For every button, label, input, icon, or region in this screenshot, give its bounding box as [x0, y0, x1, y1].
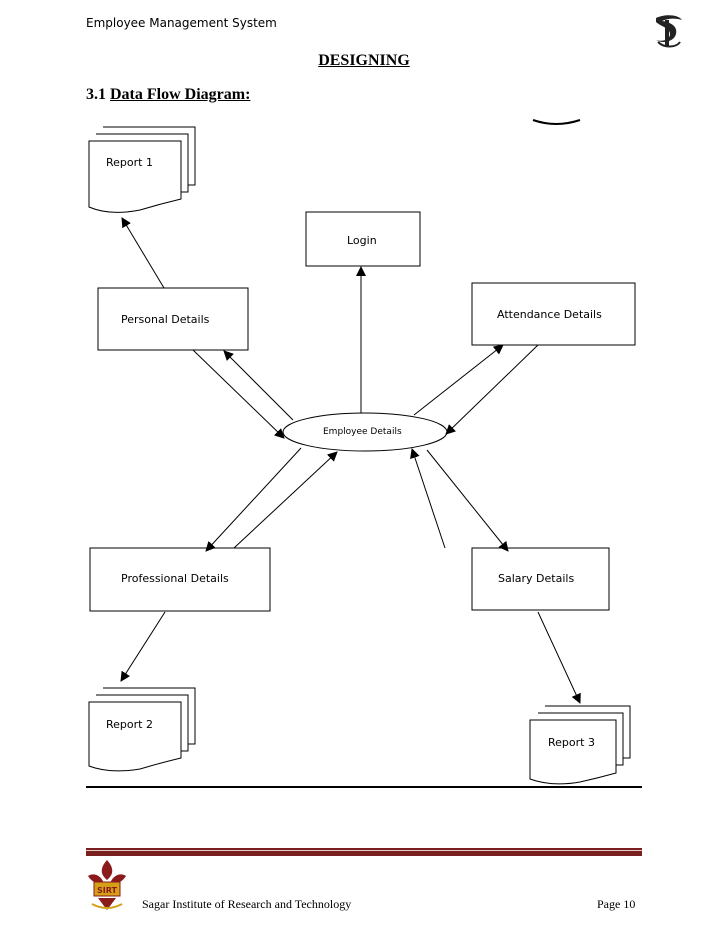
subheading-number: 3.1 [86, 86, 110, 103]
flow-employee-to-personal [223, 350, 294, 421]
subheading-text: Data Flow Diagram: [110, 86, 251, 103]
footer-page-number: Page 10 [597, 897, 636, 911]
professional-details-label: Professional Details [121, 572, 229, 585]
report-3-label: Report 3 [548, 736, 595, 749]
employee-details-label: Employee Details [323, 427, 402, 437]
footer-band [86, 848, 642, 856]
flow-salary-to-report3 [537, 611, 581, 704]
report-2-document [88, 687, 196, 772]
personal-details-box [97, 287, 249, 351]
institute-monogram-logo [656, 15, 682, 48]
attendance-details-label: Attendance Details [497, 308, 602, 321]
flow-professional-to-report2 [120, 611, 166, 682]
report-2-label: Report 2 [106, 718, 153, 731]
login-box [305, 211, 421, 267]
flow-employee-to-attendance [413, 344, 504, 416]
section-heading: DESIGNING [318, 52, 410, 69]
header-title: Employee Management System [86, 16, 277, 30]
flow-employee-to-professional [205, 447, 302, 552]
flow-employee-to-salary [426, 449, 509, 552]
flow-personal-to-report1 [121, 217, 165, 289]
flow-salary-to-employee [410, 448, 446, 549]
svg-text:SIRT: SIRT [97, 886, 118, 895]
professional-details-box [89, 547, 271, 612]
salary-details-label: Salary Details [498, 572, 575, 585]
report-1-label: Report 1 [106, 156, 153, 169]
subheading: 3.1 Data Flow Diagram: [86, 86, 250, 104]
attendance-details-box [471, 282, 636, 346]
personal-details-label: Personal Details [121, 313, 210, 326]
content-bottom-rule [86, 786, 642, 788]
flow-professional-to-employee [233, 451, 338, 549]
flow-personal-to-employee [192, 349, 285, 439]
flow-attendance-to-employee [445, 344, 539, 435]
bracket-mark [532, 119, 581, 125]
institute-crest-logo: SIRT [88, 860, 126, 910]
footer-institute-name: Sagar Institute of Research and Technolo… [142, 897, 352, 911]
login-label: Login [347, 234, 377, 247]
report-1-document [88, 126, 196, 213]
report-3-document [529, 705, 631, 785]
salary-details-box [471, 547, 610, 611]
